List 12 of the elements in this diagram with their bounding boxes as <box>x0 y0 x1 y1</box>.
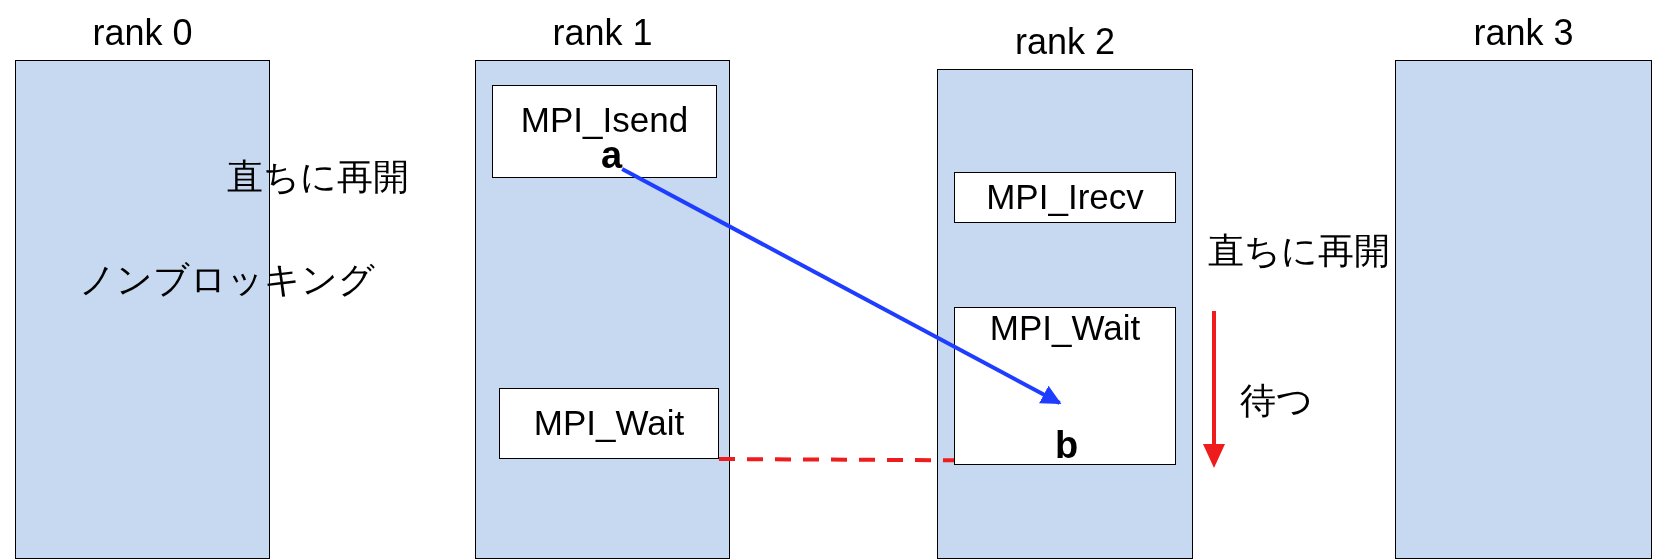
rank-title: rank 0 <box>91 11 194 55</box>
point-label: b <box>1055 425 1079 465</box>
function-box: MPI_Irecv <box>954 172 1176 223</box>
function-box: MPI_Isend a <box>492 85 717 178</box>
function-box: MPI_Wait b <box>954 307 1176 465</box>
rank-title: rank 2 <box>1013 20 1117 64</box>
note-text: 待つ <box>1240 379 1313 423</box>
rank-title: rank 1 <box>551 11 654 55</box>
function-box: MPI_Wait <box>499 388 719 459</box>
rank-title: rank 3 <box>1472 11 1575 55</box>
note-text: 直ちに再開 <box>1208 229 1390 273</box>
dashed-line <box>719 457 954 463</box>
